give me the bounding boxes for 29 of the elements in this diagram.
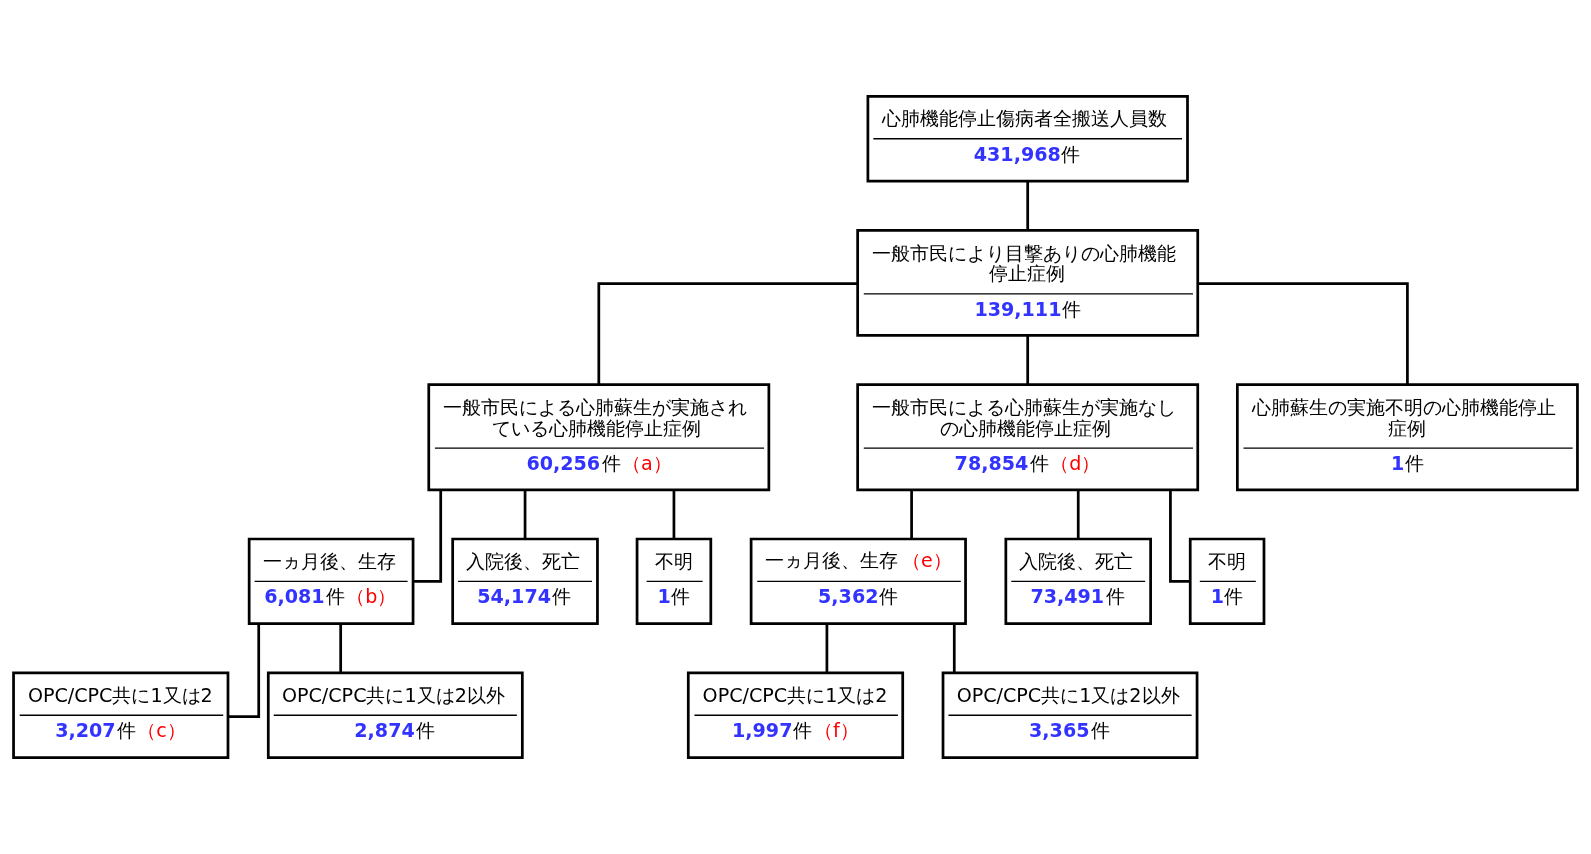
connector (597, 282, 858, 385)
node-box: 一般市民による心肺蘇生が実施されている心肺機能停止症例 60,256件（a） (427, 383, 771, 492)
node-box: 入院後、死亡 54,174件 (451, 537, 599, 626)
node-box: 不明 1件 (1188, 537, 1266, 626)
node-box: OPC/CPC共に1又は2 1,997件（f） (686, 671, 905, 759)
connector (523, 490, 527, 539)
node-box: 不明 1件 (635, 537, 713, 626)
connector (1026, 335, 1030, 385)
node-box: 一ヵ月後、生存 6,081件（b） (247, 537, 415, 626)
connector (339, 623, 343, 673)
connector (952, 623, 956, 673)
node-box: 心肺蘇生の実施不明の心肺機能停止症例 1件 (1236, 383, 1579, 492)
connector (228, 623, 261, 718)
connector (825, 623, 829, 673)
connector (1198, 282, 1409, 385)
connector (1026, 181, 1030, 230)
connector (413, 490, 443, 583)
node-box: OPC/CPC共に1又は2 3,207件（c） (12, 671, 230, 759)
node-box: 一ヵ月後、生存（e） 5,362件 (749, 537, 967, 626)
node-box: 心肺機能停止傷病者全搬送人員数 431,968件 (866, 95, 1189, 183)
connector (910, 490, 913, 539)
connector (1076, 490, 1080, 539)
node-box: 一般市民により目撃ありの心肺機能停止症例 139,111件 (856, 228, 1200, 337)
node-box: 一般市民による心肺蘇生が実施なしの心肺機能停止症例 78,854件（d） (856, 383, 1200, 492)
node-box: 入院後、死亡 73,491件 (1004, 537, 1152, 626)
connector (672, 490, 676, 539)
connector (1169, 490, 1190, 583)
node-box: OPC/CPC共に1又は2以外 3,365件 (941, 671, 1199, 759)
node-box: OPC/CPC共に1又は2以外 2,874件 (266, 671, 524, 759)
